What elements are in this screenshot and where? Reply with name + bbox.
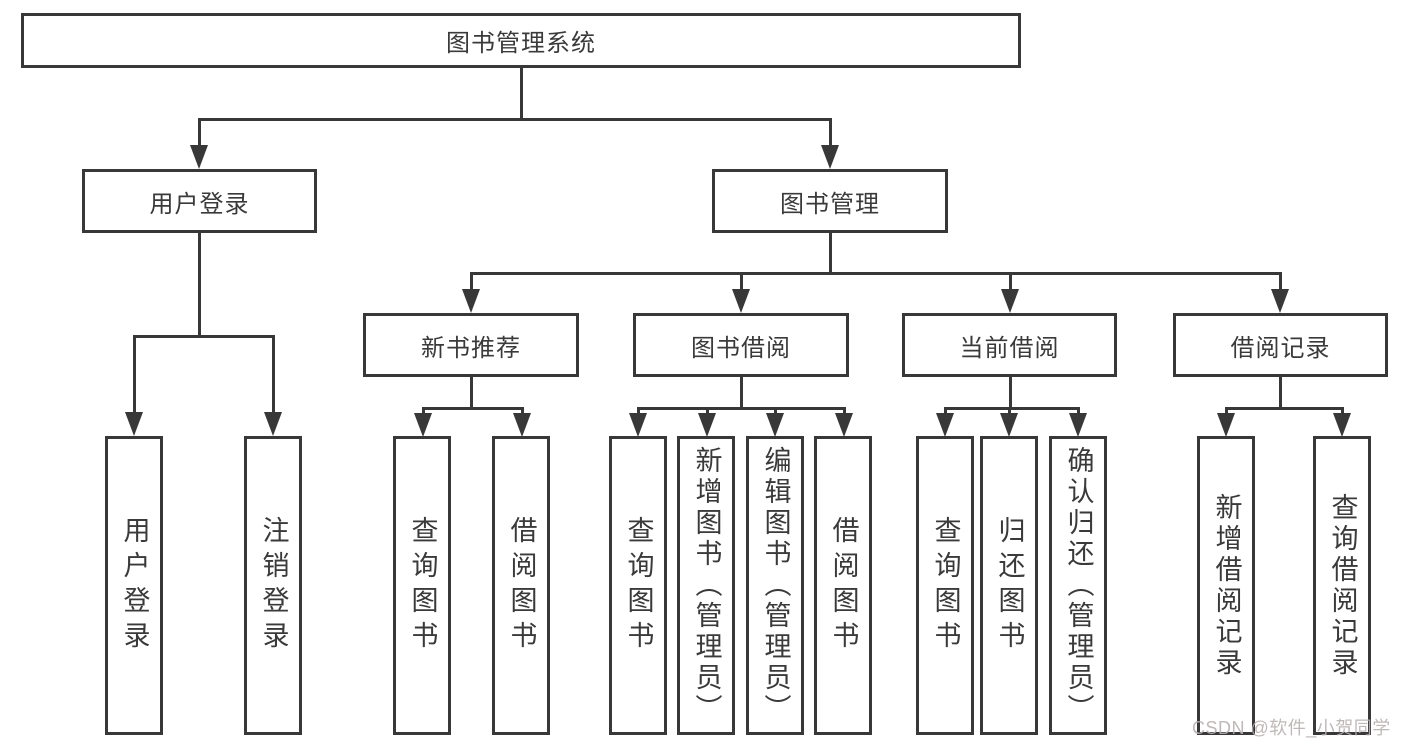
arrowhead-down-icon <box>766 413 784 437</box>
connector-line <box>843 408 846 414</box>
leaf-label: 借阅图书 <box>506 515 537 656</box>
connector-line <box>637 407 846 410</box>
leaf-borrow-query: 查询图书 <box>609 436 667 735</box>
node-current-borrow: 当前借阅 <box>902 313 1117 377</box>
arrowhead-down-icon <box>462 289 480 313</box>
connector-line <box>774 408 777 414</box>
leaf-logout: 注销登录 <box>244 436 302 735</box>
arrowhead-down-icon <box>264 412 282 436</box>
leaf-newbook-query: 查询图书 <box>393 436 451 735</box>
arrowhead-down-icon <box>414 413 432 437</box>
arrowhead-down-icon <box>698 413 716 437</box>
node-new-book-label: 新书推荐 <box>421 334 521 362</box>
leaf-label: 查询图书 <box>623 515 654 656</box>
leaf-label: 归还图书 <box>994 515 1025 656</box>
connector-line <box>133 336 136 413</box>
leaf-label: 用户登录 <box>119 515 150 656</box>
connector-line <box>829 233 832 273</box>
arrowhead-down-icon <box>629 413 647 437</box>
leaf-user-login: 用户登录 <box>105 436 163 735</box>
leaf-label: 查询图书 <box>407 515 438 656</box>
node-root: 图书管理系统 <box>21 13 1021 68</box>
connector-line <box>198 118 832 121</box>
arrowhead-down-icon <box>1333 413 1351 437</box>
leaf-current-return: 归还图书 <box>980 436 1038 735</box>
connector-line <box>520 68 523 119</box>
connector-line <box>1279 273 1282 290</box>
connector-line <box>944 408 947 414</box>
leaf-current-confirm-admin: 确认归还（管理员） <box>1049 436 1107 735</box>
leaf-record-query: 查询借阅记录 <box>1313 436 1371 735</box>
connector-line <box>198 233 201 336</box>
connector-line <box>1225 407 1344 410</box>
connector-line <box>1077 408 1080 414</box>
leaf-label: 新增借阅记录 <box>1211 492 1242 679</box>
node-root-label: 图书管理系统 <box>446 30 596 57</box>
leaf-record-add: 新增借阅记录 <box>1197 436 1255 735</box>
arrowhead-down-icon <box>1000 413 1018 437</box>
leaf-label: 借阅图书 <box>828 515 859 656</box>
leaf-label: 查询图书 <box>930 515 961 656</box>
connector-line <box>133 335 275 338</box>
leaf-label: 新增图书（管理员） <box>691 446 722 725</box>
arrowhead-down-icon <box>190 145 208 169</box>
arrowhead-down-icon <box>821 145 839 169</box>
node-borrow-record: 借阅记录 <box>1173 313 1388 377</box>
connector-line <box>637 408 640 414</box>
connector-line <box>521 408 524 414</box>
node-current-borrow-label: 当前借阅 <box>959 334 1060 362</box>
node-book-mgmt-label: 图书管理 <box>780 190 880 218</box>
node-user-login-label: 用户登录 <box>149 190 250 218</box>
leaf-label: 确认归还（管理员） <box>1063 446 1094 725</box>
node-user-login: 用户登录 <box>82 169 317 233</box>
arrowhead-down-icon <box>1001 289 1019 313</box>
connector-line <box>198 119 201 146</box>
connector-line <box>1009 377 1012 408</box>
arrowhead-down-icon <box>1217 413 1235 437</box>
arrowhead-down-icon <box>835 413 853 437</box>
connector-line <box>1009 273 1012 290</box>
leaf-borrow-add-admin: 新增图书（管理员） <box>677 436 735 735</box>
leaf-borrow-edit-admin: 编辑图书（管理员） <box>746 436 804 735</box>
arrowhead-down-icon <box>125 412 143 436</box>
connector-line <box>944 407 1080 410</box>
connector-line <box>422 407 524 410</box>
arrowhead-down-icon <box>1271 289 1289 313</box>
connector-line <box>470 377 473 408</box>
connector-line <box>740 273 743 290</box>
connector-line <box>272 336 275 413</box>
node-book-borrow: 图书借阅 <box>633 313 849 377</box>
connector-line <box>1225 408 1228 414</box>
connector-line <box>740 377 743 408</box>
csdn-watermark: CSDN @软件_小贺同学 <box>1192 718 1391 738</box>
leaf-borrow-book: 借阅图书 <box>814 436 872 735</box>
connector-line <box>1279 377 1282 408</box>
connector-line <box>1008 408 1011 414</box>
leaf-newbook-borrow: 借阅图书 <box>492 436 550 735</box>
leaf-label: 注销登录 <box>258 515 289 656</box>
arrowhead-down-icon <box>732 289 750 313</box>
connector-line <box>422 408 425 414</box>
leaf-label: 编辑图书（管理员） <box>760 446 791 725</box>
connector-line <box>706 408 709 414</box>
connector-line <box>470 272 1282 275</box>
node-new-book: 新书推荐 <box>363 313 579 377</box>
connector-line <box>829 119 832 146</box>
leaf-current-query: 查询图书 <box>916 436 974 735</box>
arrowhead-down-icon <box>1069 413 1087 437</box>
leaf-label: 查询借阅记录 <box>1327 492 1358 679</box>
node-book-borrow-label: 图书借阅 <box>691 334 791 362</box>
connector-line <box>1341 408 1344 414</box>
connector-line <box>470 273 473 290</box>
node-borrow-record-label: 借阅记录 <box>1230 334 1331 362</box>
arrowhead-down-icon <box>513 413 531 437</box>
arrowhead-down-icon <box>936 413 954 437</box>
node-book-mgmt: 图书管理 <box>712 169 948 233</box>
